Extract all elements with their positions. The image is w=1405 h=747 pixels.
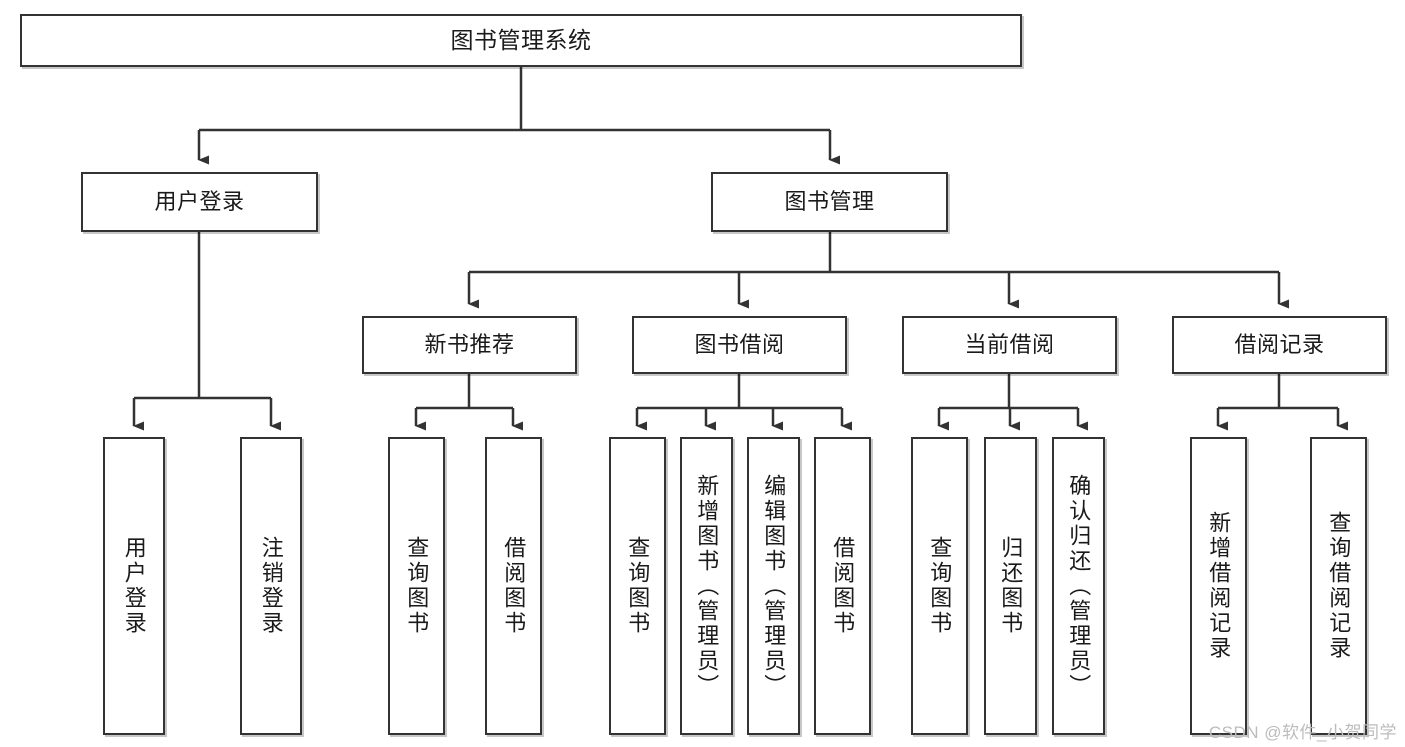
edges-newbookrec-to-leaves — [414, 374, 523, 431]
node-leaf-logout-label: 注销登录 — [258, 536, 284, 636]
node-new-book-rec[interactable]: 新书推荐 — [362, 316, 577, 374]
node-leaf-return-book-label: 归还图书 — [998, 536, 1024, 636]
node-leaf-add-book[interactable]: 新增图书（管理员） — [680, 437, 733, 735]
node-leaf-edit-book-label: 编辑图书（管理员） — [761, 473, 787, 699]
node-leaf-query-record-label: 查询借阅记录 — [1326, 511, 1352, 661]
node-book-manage-label: 图书管理 — [784, 189, 875, 215]
edges-bookmanage-to-level3 — [467, 232, 1289, 309]
node-leaf-confirm-return-label: 确认归还（管理员） — [1066, 473, 1092, 699]
node-leaf-user-login[interactable]: 用户登录 — [103, 437, 165, 735]
node-user-login[interactable]: 用户登录 — [81, 172, 318, 232]
node-leaf-query-book-1-label: 查询图书 — [404, 536, 430, 636]
node-leaf-edit-book[interactable]: 编辑图书（管理员） — [747, 437, 800, 735]
node-leaf-add-record[interactable]: 新增借阅记录 — [1190, 437, 1247, 735]
node-user-login-label: 用户登录 — [154, 189, 245, 215]
node-leaf-query-book-3[interactable]: 查询图书 — [911, 437, 968, 735]
node-leaf-query-book-2[interactable]: 查询图书 — [609, 437, 666, 735]
node-leaf-logout[interactable]: 注销登录 — [240, 437, 302, 735]
node-borrow-record[interactable]: 借阅记录 — [1172, 316, 1387, 374]
edges-userlogin-to-leaves — [132, 232, 281, 431]
node-leaf-query-book-2-label: 查询图书 — [625, 536, 651, 636]
edges-borrowrecord-to-leaves — [1216, 374, 1348, 431]
node-leaf-query-record[interactable]: 查询借阅记录 — [1310, 437, 1367, 735]
node-leaf-query-book-1[interactable]: 查询图书 — [388, 437, 445, 735]
node-current-borrow-label: 当前借阅 — [964, 332, 1055, 358]
edges-root-to-level2 — [197, 67, 840, 165]
node-book-borrow-label: 图书借阅 — [694, 332, 785, 358]
node-leaf-borrow-book-2[interactable]: 借阅图书 — [814, 437, 871, 735]
edges-currentborrow-to-leaves — [937, 374, 1088, 431]
node-leaf-borrow-book-1-label: 借阅图书 — [501, 536, 527, 636]
node-leaf-return-book[interactable]: 归还图书 — [984, 437, 1037, 735]
node-leaf-borrow-book-2-label: 借阅图书 — [830, 536, 856, 636]
node-current-borrow[interactable]: 当前借阅 — [902, 316, 1117, 374]
node-leaf-borrow-book-1[interactable]: 借阅图书 — [485, 437, 542, 735]
node-leaf-user-login-label: 用户登录 — [121, 536, 147, 636]
node-leaf-query-book-3-label: 查询图书 — [927, 536, 953, 636]
node-borrow-record-label: 借阅记录 — [1234, 332, 1325, 358]
node-root[interactable]: 图书管理系统 — [20, 14, 1022, 67]
node-root-label: 图书管理系统 — [450, 27, 592, 54]
node-book-borrow[interactable]: 图书借阅 — [632, 316, 847, 374]
edges-bookborrow-to-leaves — [635, 374, 852, 431]
node-leaf-add-record-label: 新增借阅记录 — [1206, 511, 1232, 661]
watermark-text: CSDN @软件_小贺同学 — [1208, 723, 1397, 742]
node-book-manage[interactable]: 图书管理 — [711, 172, 948, 232]
node-leaf-confirm-return[interactable]: 确认归还（管理员） — [1052, 437, 1105, 735]
node-leaf-add-book-label: 新增图书（管理员） — [694, 473, 720, 699]
node-new-book-rec-label: 新书推荐 — [424, 332, 515, 358]
